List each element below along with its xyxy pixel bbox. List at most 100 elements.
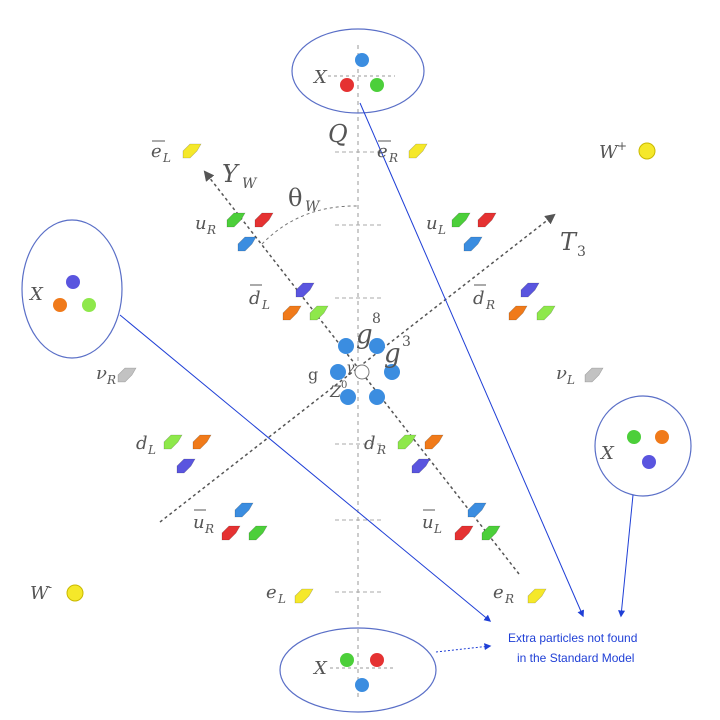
x-particle-ellipse-left xyxy=(21,219,123,359)
callout-line-2: in the Standard Model xyxy=(517,651,634,665)
u-l-bar-green xyxy=(481,525,501,541)
gluon-labels: g 8 g 3 g γ Z 0 xyxy=(308,311,411,401)
svg-text:R: R xyxy=(106,373,116,387)
svg-text:R: R xyxy=(376,443,386,457)
svg-text:R: R xyxy=(206,223,216,237)
x-particle-ellipse-right xyxy=(594,395,692,497)
svg-text:L: L xyxy=(261,298,270,312)
x-label-bottom: X xyxy=(312,658,328,679)
x-right-green xyxy=(627,430,641,444)
svg-text:W: W xyxy=(305,199,321,215)
u-r-bar-red xyxy=(221,525,241,541)
u-r-green xyxy=(226,212,246,228)
fermion-glyphs xyxy=(117,143,604,604)
u-l-green xyxy=(451,212,471,228)
e-r-bar-marker xyxy=(408,143,428,159)
svg-text:ν: ν xyxy=(556,363,567,384)
yw-axis xyxy=(203,170,520,575)
label-e-r-bar: e R xyxy=(377,140,398,165)
x-label-right: X xyxy=(599,443,615,464)
svg-text:W: W xyxy=(30,583,50,604)
svg-text:d: d xyxy=(364,433,376,454)
svg-text:L: L xyxy=(566,373,575,387)
svg-text:ν: ν xyxy=(96,363,107,384)
x-particle-ellipse-bottom xyxy=(279,627,437,713)
u-l-bar-blue xyxy=(467,502,487,518)
svg-text:+: + xyxy=(617,139,627,153)
svg-text:L: L xyxy=(147,443,156,457)
d-l-lime xyxy=(163,434,183,450)
t3-axis-label: T 3 xyxy=(560,228,586,260)
central-gauge-bosons xyxy=(330,338,400,405)
e-l-bar-marker xyxy=(182,143,202,159)
x-left-lime xyxy=(82,298,96,312)
svg-text:e: e xyxy=(493,582,504,603)
u-r-bar-blue xyxy=(234,502,254,518)
nu-r-marker xyxy=(117,367,137,383)
svg-text:Y: Y xyxy=(222,160,240,188)
x-top-blue xyxy=(355,53,369,67)
label-u-r-bar: u R xyxy=(193,509,214,536)
svg-text:T: T xyxy=(560,228,578,256)
svg-text:d: d xyxy=(136,433,148,454)
svg-text:L: L xyxy=(433,522,442,536)
d-l-purple xyxy=(176,458,196,474)
label-d-r: d R xyxy=(364,433,386,457)
d-r-bar-lime xyxy=(536,305,556,321)
svg-text:θ: θ xyxy=(288,184,302,212)
svg-text:e: e xyxy=(266,582,277,603)
svg-text:u: u xyxy=(426,213,438,234)
svg-text:3: 3 xyxy=(402,334,411,350)
u-r-red xyxy=(254,212,274,228)
svg-text:L: L xyxy=(162,151,171,165)
svg-text:d: d xyxy=(249,288,261,309)
svg-text:u: u xyxy=(195,213,207,234)
label-nu-l: ν L xyxy=(556,363,575,387)
label-u-l-bar: u L xyxy=(422,509,442,536)
svg-text:d: d xyxy=(473,288,485,309)
svg-text:L: L xyxy=(277,592,286,606)
svg-text:R: R xyxy=(204,522,214,536)
x-left-purple xyxy=(66,275,80,289)
svg-text:u: u xyxy=(193,512,205,533)
e-l-marker xyxy=(294,588,314,604)
yw-axis-label: Y W xyxy=(222,160,258,192)
d-r-lime xyxy=(397,434,417,450)
callout-line-1: Extra particles not found xyxy=(508,631,637,645)
x-bottom-blue xyxy=(355,678,369,692)
u-l-bar-red xyxy=(454,525,474,541)
d-r-bar-orange xyxy=(508,305,528,321)
d-l-orange xyxy=(192,434,212,450)
u-r-blue xyxy=(237,236,257,252)
label-e-l-bar: e L xyxy=(151,140,171,165)
label-d-l-bar: d L xyxy=(249,284,270,312)
svg-text:8: 8 xyxy=(372,311,381,327)
t3-axis xyxy=(159,213,556,523)
svg-text:3: 3 xyxy=(577,244,586,260)
u-r-bar-green xyxy=(248,525,268,541)
svg-text:e: e xyxy=(377,141,388,162)
d-l-bar-orange xyxy=(282,305,302,321)
d-r-bar-purple xyxy=(520,282,540,298)
x-top-green xyxy=(370,78,384,92)
d-r-purple xyxy=(411,458,431,474)
w-plus-boson: W + xyxy=(599,139,656,163)
x-left-orange xyxy=(53,298,67,312)
u-l-blue xyxy=(463,236,483,252)
x-particle-ellipse-top xyxy=(291,28,425,114)
q-axis-ticks xyxy=(335,151,381,593)
x-bottom-green xyxy=(340,653,354,667)
label-nu-r: ν R xyxy=(96,363,116,387)
label-e-l: e L xyxy=(266,582,286,606)
label-d-r-bar: d R xyxy=(473,284,495,312)
label-u-l: u L xyxy=(426,213,446,237)
x-label-left: X xyxy=(28,284,44,305)
svg-text:L: L xyxy=(437,223,446,237)
svg-text:-: - xyxy=(48,580,52,594)
svg-text:R: R xyxy=(388,151,398,165)
x-top-red xyxy=(340,78,354,92)
svg-text:W: W xyxy=(242,176,258,192)
x-right-purple xyxy=(642,455,656,469)
